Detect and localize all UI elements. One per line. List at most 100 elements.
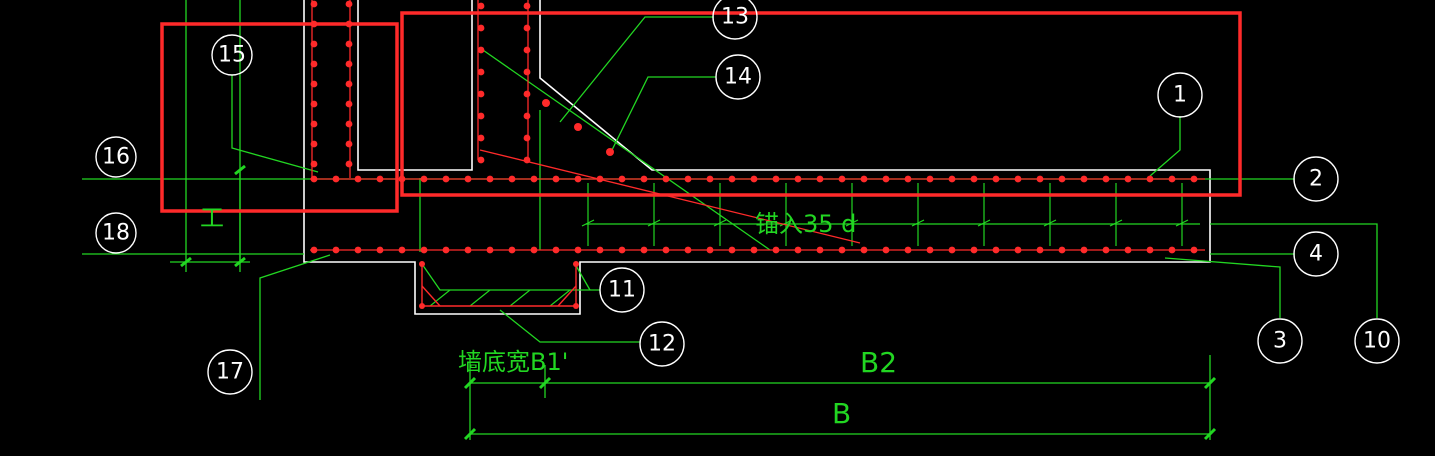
callout-label-12: 12 xyxy=(648,332,676,357)
callout-label-2: 2 xyxy=(1309,167,1323,192)
rebar-dot xyxy=(794,246,802,254)
rebar-dot xyxy=(596,175,604,183)
highlight-box-left[interactable] xyxy=(160,22,399,213)
concrete-outline xyxy=(303,0,1211,315)
notch-rebar xyxy=(421,264,577,307)
rebar-dot xyxy=(523,112,531,120)
rebar-dot xyxy=(486,175,494,183)
stirrup-hook xyxy=(713,219,727,227)
rebar-dot xyxy=(552,246,560,254)
rebar-dot xyxy=(1124,246,1132,254)
rebar-dot xyxy=(728,246,736,254)
rebar-dot xyxy=(816,175,824,183)
rebar-dot xyxy=(684,175,692,183)
callout-label-4: 4 xyxy=(1309,242,1323,267)
rebar-dot xyxy=(508,246,516,254)
rebar-dot xyxy=(684,246,692,254)
rebar-dot xyxy=(728,175,736,183)
rebar-dot xyxy=(948,246,956,254)
rebar-dot xyxy=(926,175,934,183)
rebar-dot xyxy=(1168,175,1176,183)
highlight-box-right[interactable] xyxy=(400,11,1242,197)
callout-label-10: 10 xyxy=(1363,329,1391,354)
stirrup-hook xyxy=(1043,219,1057,227)
rebar-dot xyxy=(420,246,428,254)
callout-circle-4[interactable]: 4 xyxy=(1293,231,1339,277)
callout-circle-14[interactable]: 14 xyxy=(715,54,761,100)
rebar-dot xyxy=(345,100,353,108)
rebar-dot xyxy=(970,246,978,254)
rebar-dot xyxy=(523,46,531,54)
rebar-dot xyxy=(345,160,353,168)
rebar-dot xyxy=(1146,175,1154,183)
rebar-dot xyxy=(573,261,579,267)
rebar-dot xyxy=(477,134,485,142)
rebar-dot xyxy=(794,175,802,183)
callout-circle-13[interactable]: 13 xyxy=(712,0,758,40)
rebar-dot xyxy=(477,90,485,98)
rebar-dot xyxy=(573,303,579,309)
callout-label-15: 15 xyxy=(218,43,246,68)
leader-lines xyxy=(82,0,1378,440)
callout-circle-18[interactable]: 18 xyxy=(95,212,137,254)
rebar-dot xyxy=(345,120,353,128)
rebar-dot xyxy=(1014,175,1022,183)
rebar-dot xyxy=(596,246,604,254)
rebar-dot xyxy=(1190,175,1198,183)
rebar-dot xyxy=(948,175,956,183)
rebar-dot xyxy=(662,246,670,254)
rebar-dot xyxy=(523,68,531,76)
callout-circle-11[interactable]: 11 xyxy=(599,267,645,313)
rebar-dot xyxy=(477,46,485,54)
stirrup-hook xyxy=(911,219,925,227)
callout-circle-15[interactable]: 15 xyxy=(211,34,253,76)
callout-label-13: 13 xyxy=(721,5,749,30)
rebar-dot xyxy=(662,175,670,183)
rebar-dot xyxy=(1146,246,1154,254)
rebar-dot xyxy=(310,60,318,68)
callout-circle-1[interactable]: 1 xyxy=(1157,72,1203,118)
rebar-dot xyxy=(1058,175,1066,183)
stirrup-hook xyxy=(1175,219,1189,227)
rebar-dot xyxy=(354,175,362,183)
rebar-dot xyxy=(706,175,714,183)
rebar-dot xyxy=(523,2,531,10)
rebar-dot xyxy=(345,0,353,8)
rebar-dot xyxy=(992,175,1000,183)
highlight-boxes xyxy=(160,11,1242,213)
rebar-dot xyxy=(882,246,890,254)
rebar-dot xyxy=(882,175,890,183)
callout-circle-3[interactable]: 3 xyxy=(1257,318,1303,364)
rebar-dot xyxy=(442,175,450,183)
callout-label-1: 1 xyxy=(1173,83,1187,108)
rebar-dot xyxy=(376,246,384,254)
rebar-dot xyxy=(310,160,318,168)
rebar-dot xyxy=(530,175,538,183)
rebar-dot xyxy=(904,246,912,254)
callout-circle-16[interactable]: 16 xyxy=(95,136,137,178)
rebar-dot xyxy=(750,175,758,183)
rebar-dot xyxy=(772,246,780,254)
rebar-dot xyxy=(345,140,353,148)
stirrup-hook xyxy=(647,219,661,227)
callout-circle-10[interactable]: 10 xyxy=(1354,318,1400,364)
callout-circle-12[interactable]: 12 xyxy=(639,321,685,367)
rebar-dot xyxy=(523,24,531,32)
callout-circle-17[interactable]: 17 xyxy=(207,349,253,395)
rebar-dot xyxy=(992,246,1000,254)
callout-circle-2[interactable]: 2 xyxy=(1293,156,1339,202)
rebar-dot xyxy=(508,175,516,183)
rebar-dot xyxy=(345,40,353,48)
rebar-dot xyxy=(1080,246,1088,254)
callout-label-11: 11 xyxy=(608,278,636,303)
rebar-dot xyxy=(310,40,318,48)
rebar-dot xyxy=(530,246,538,254)
wall-bottom-width-label: 墙底宽B1' xyxy=(458,348,568,376)
stirrup-hook xyxy=(845,219,859,227)
rebar-dot xyxy=(310,100,318,108)
anchor-note: 锚入35 d xyxy=(755,210,856,238)
rebar-dot xyxy=(1102,246,1110,254)
stirrup-hook xyxy=(1109,219,1123,227)
